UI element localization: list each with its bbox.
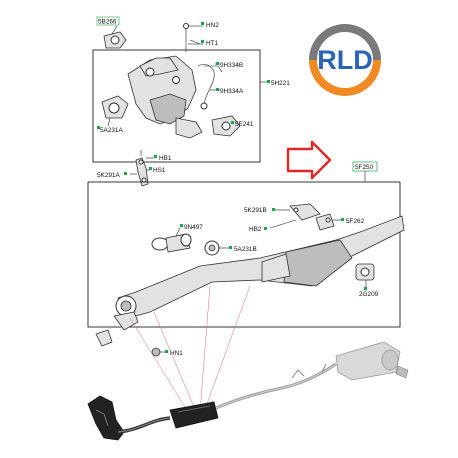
catalytic-converter [127, 55, 203, 139]
logo-text: RLD [317, 45, 373, 75]
lower-callouts [175, 209, 367, 288]
clamp-9n497 [151, 233, 192, 253]
exhaust-pipe-5f250 [113, 215, 405, 331]
callout-hs1: HS1 [153, 167, 166, 174]
nut-hn1 [151, 347, 166, 357]
installed-exhaust-view [87, 341, 409, 441]
callout-9h334a: 9H334A [220, 88, 244, 95]
lower-assembly-box [87, 181, 401, 328]
ghost-indicator-lines [129, 285, 251, 413]
callout-hb2: HB2 [249, 226, 262, 233]
callout-2g209: 2G209 [359, 291, 379, 298]
logo-center [317, 32, 373, 88]
callout-5b266: 5B266 [98, 19, 117, 26]
hanger-5k291b [289, 203, 335, 231]
callout-hn2: HN2 [206, 22, 219, 29]
callout-hn1: HN1 [170, 350, 183, 357]
upper-assembly-box [92, 49, 261, 163]
callout-5f262: 5F262 [346, 218, 365, 225]
small-bracket [95, 329, 113, 347]
callout-9h334b: 9H334B [220, 62, 243, 69]
callout-5b266-box [96, 16, 120, 26]
callout-5a231a: 5A231A [100, 127, 123, 134]
bracket-5k291a [130, 150, 154, 187]
isolator-2g209 [355, 263, 375, 281]
gasket-5a231b [204, 240, 220, 256]
sensor-pipe-9h334 [197, 64, 215, 105]
callout-ht1: HT1 [206, 40, 219, 47]
rld-logo: RLD [309, 24, 381, 96]
callout-5k291a: 5K291A [97, 172, 120, 179]
callout-5f250: 5F250 [355, 164, 374, 171]
callout-5h221: 5H221 [271, 80, 290, 87]
highlight-arrow [286, 140, 332, 180]
callout-5a231b: 5A231B [234, 246, 257, 253]
callout-hb1: HB1 [159, 155, 172, 162]
callout-9n497: 9N497 [184, 224, 203, 231]
callout-5e241: 5E241 [235, 121, 254, 128]
callout-5k291b: 5K291B [244, 207, 267, 214]
